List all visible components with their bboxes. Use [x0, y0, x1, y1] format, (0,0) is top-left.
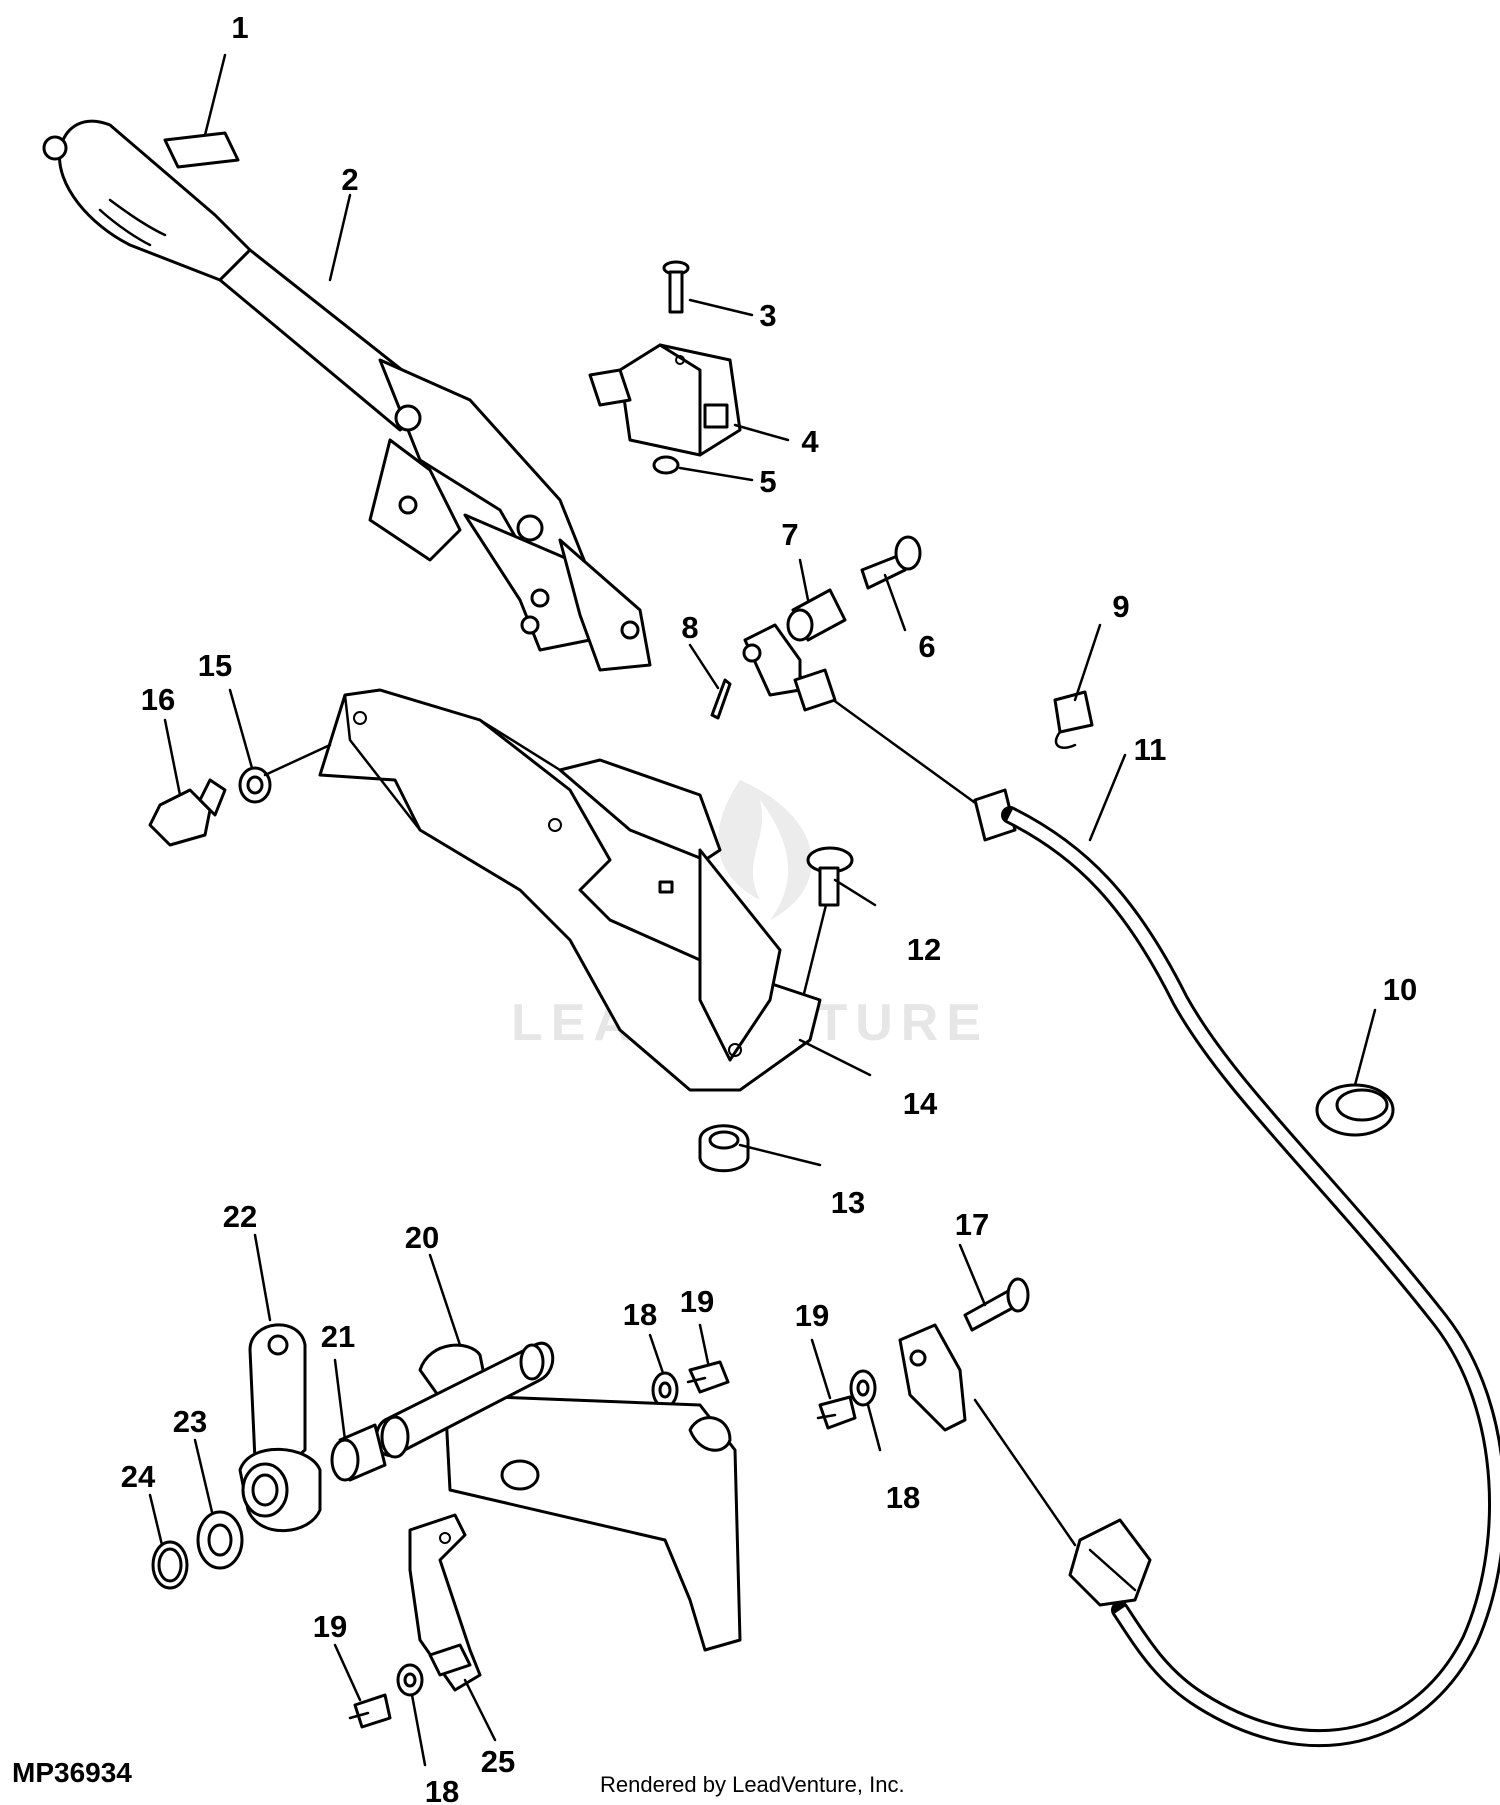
part-19-clip-c[interactable]: [348, 1693, 392, 1729]
part-15-washer[interactable]: [238, 766, 272, 804]
callout-11[interactable]: 11: [1134, 732, 1167, 767]
part-8-cotter-pin[interactable]: [710, 678, 732, 720]
render-credit: Rendered by LeadVenture, Inc.: [600, 1772, 905, 1797]
part-13-nut[interactable]: [698, 1124, 750, 1173]
part-19-clip-a[interactable]: [686, 1360, 730, 1394]
part-24-retaining-ring[interactable]: [151, 1540, 189, 1590]
callout-5[interactable]: 5: [759, 464, 776, 499]
part-20-pedal-arm[interactable]: [374, 1341, 742, 1652]
part-19-clip-b[interactable]: [816, 1395, 857, 1430]
callout-10[interactable]: 10: [1383, 972, 1417, 1007]
callout-24[interactable]: 24: [121, 1459, 156, 1494]
callout-6[interactable]: 6: [918, 629, 935, 664]
callout-20[interactable]: 20: [405, 1220, 439, 1255]
callout-4[interactable]: 4: [801, 424, 819, 459]
part-4-switch[interactable]: [588, 343, 742, 457]
part-2-brake-lever[interactable]: [42, 119, 652, 672]
callout-15[interactable]: 15: [198, 648, 232, 683]
part-10-grommet[interactable]: [1315, 1083, 1395, 1137]
callout-18c[interactable]: 18: [425, 1774, 459, 1805]
callout-19b[interactable]: 19: [795, 1298, 829, 1333]
callout-19a[interactable]: 19: [680, 1284, 714, 1319]
callout-18a[interactable]: 18: [623, 1297, 657, 1332]
callout-19c[interactable]: 19: [313, 1609, 347, 1644]
callout-7[interactable]: 7: [781, 517, 798, 552]
callout-1[interactable]: 1: [231, 10, 248, 45]
part-22-arm[interactable]: [238, 1323, 322, 1533]
part-18-washer-a[interactable]: [651, 1371, 679, 1409]
part-5-nut[interactable]: [652, 455, 680, 475]
part-21-bushing[interactable]: [330, 1423, 387, 1482]
callout-13[interactable]: 13: [831, 1185, 865, 1220]
watermark-flame-icon: [718, 780, 812, 920]
part-18-washer-b[interactable]: [849, 1369, 877, 1407]
callout-16[interactable]: 16: [141, 682, 175, 717]
part-7-bushing[interactable]: [786, 588, 847, 642]
callout-21[interactable]: 21: [321, 1319, 355, 1354]
part-23-washer[interactable]: [196, 1510, 244, 1570]
part-3-screw[interactable]: [662, 260, 690, 314]
part-25-link[interactable]: [408, 1513, 482, 1692]
part-14-bracket[interactable]: [318, 688, 822, 1092]
callout-8[interactable]: 8: [681, 610, 698, 645]
part-9-clip[interactable]: [1053, 690, 1094, 749]
callout-3[interactable]: 3: [759, 298, 776, 333]
callout-12[interactable]: 12: [907, 932, 941, 967]
callout-2[interactable]: 2: [341, 162, 358, 197]
part-11-brake-cable[interactable]: [742, 623, 1500, 1748]
callout-22[interactable]: 22: [223, 1199, 257, 1234]
figure-id: MP36934: [12, 1757, 132, 1788]
callout-17[interactable]: 17: [955, 1207, 989, 1242]
callout-25[interactable]: 25: [481, 1744, 515, 1779]
callout-labels: 1 2 3 4 5 6 7 8 9 10 11 12 13 14 15 16 1…: [121, 10, 1417, 1805]
leader-lines: [148, 53, 1377, 1767]
part-17-pin[interactable]: [963, 1277, 1030, 1332]
part-16-bolt[interactable]: [148, 743, 332, 847]
callout-18b[interactable]: 18: [886, 1480, 920, 1515]
callout-14[interactable]: 14: [903, 1086, 938, 1121]
callout-9[interactable]: 9: [1112, 589, 1129, 624]
part-6-pin[interactable]: [860, 535, 922, 590]
part-18-washer-c[interactable]: [396, 1663, 424, 1697]
callout-23[interactable]: 23: [173, 1404, 207, 1439]
part-1-decal[interactable]: [163, 131, 240, 169]
